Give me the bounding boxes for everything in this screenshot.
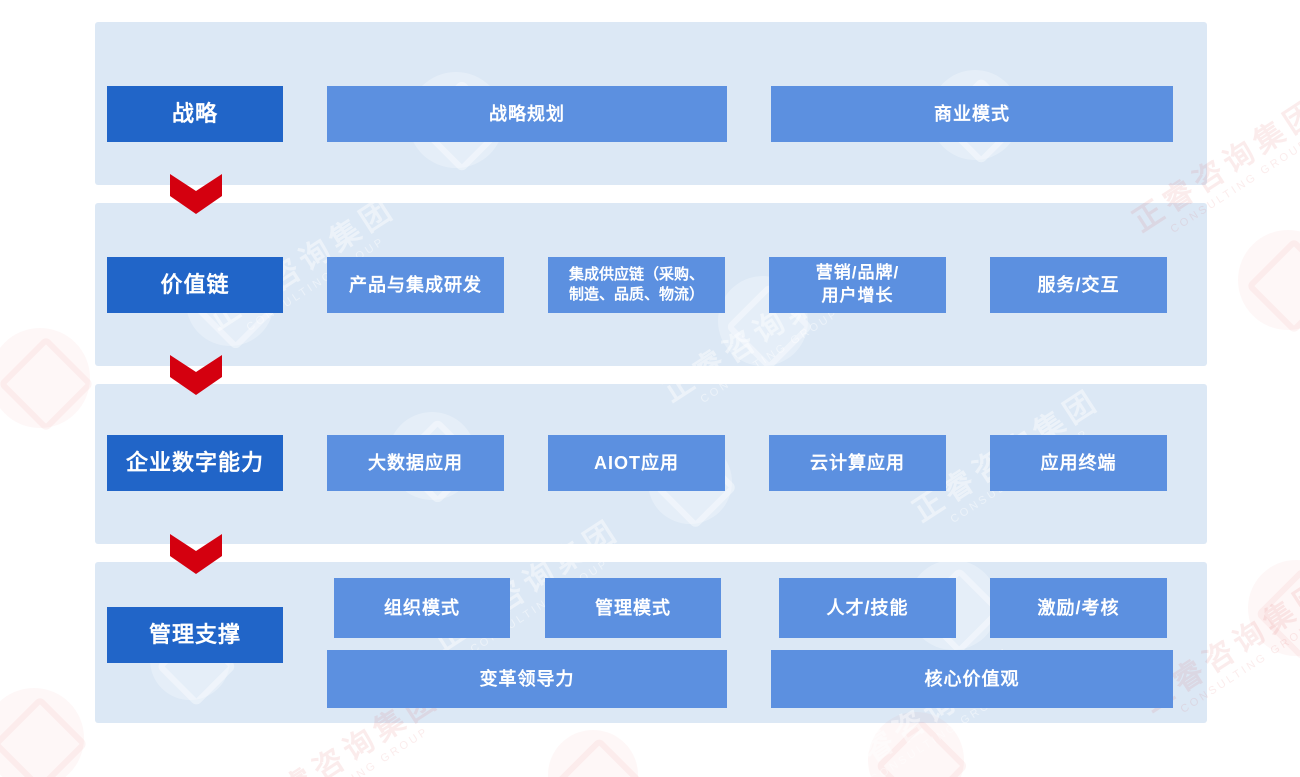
down-arrow-icon bbox=[169, 355, 223, 395]
item-talent-skills: 人才/技能 bbox=[779, 578, 956, 638]
brand-watermark-logo bbox=[1238, 230, 1300, 330]
item-product-integrated-rd: 产品与集成研发 bbox=[327, 257, 504, 313]
row-label-management-support: 管理支撑 bbox=[107, 607, 283, 663]
item-service-interaction: 服务/交互 bbox=[990, 257, 1167, 313]
item-aiot-application: AIOT应用 bbox=[548, 435, 725, 491]
item-management-model: 管理模式 bbox=[545, 578, 721, 638]
item-business-model: 商业模式 bbox=[771, 86, 1173, 142]
row-label-value-chain: 价值链 bbox=[107, 257, 283, 313]
item-strategic-planning: 战略规划 bbox=[327, 86, 727, 142]
item-change-leadership: 变革领导力 bbox=[327, 650, 727, 708]
brand-watermark-logo bbox=[548, 730, 638, 777]
item-application-terminal: 应用终端 bbox=[990, 435, 1167, 491]
brand-watermark-logo bbox=[0, 328, 90, 428]
item-integrated-supply-chain: 集成供应链（采购、 制造、品质、物流） bbox=[548, 257, 725, 313]
item-marketing-brand-user-growth: 营销/品牌/ 用户增长 bbox=[769, 257, 946, 313]
down-arrow-icon bbox=[169, 534, 223, 574]
brand-watermark-logo bbox=[1248, 560, 1300, 656]
item-organization-model: 组织模式 bbox=[334, 578, 510, 638]
item-cloud-computing-application: 云计算应用 bbox=[769, 435, 946, 491]
item-core-values: 核心价值观 bbox=[771, 650, 1173, 708]
row-label-strategy: 战略 bbox=[107, 86, 283, 142]
item-incentive-assessment: 激励/考核 bbox=[990, 578, 1167, 638]
brand-watermark-logo bbox=[0, 688, 84, 777]
down-arrow-icon bbox=[169, 174, 223, 214]
row-label-digital-capability: 企业数字能力 bbox=[107, 435, 283, 491]
item-big-data-application: 大数据应用 bbox=[327, 435, 504, 491]
